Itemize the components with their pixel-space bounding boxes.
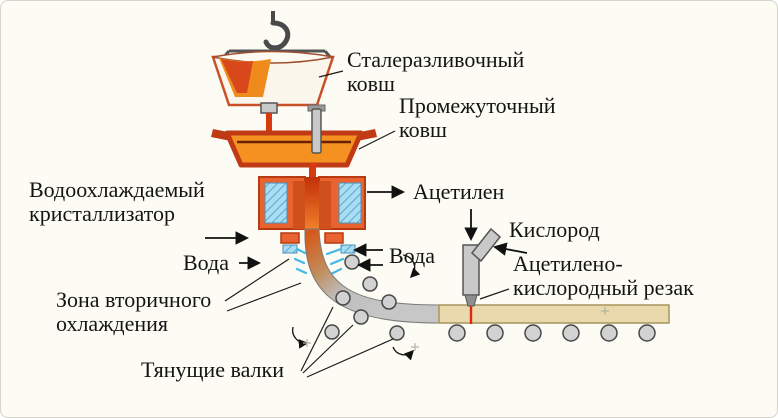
table-roller (448, 324, 466, 342)
spray-collar-right (324, 232, 344, 244)
ladle-assembly (211, 11, 335, 143)
mold-inner-wall-right (319, 181, 331, 229)
torch-label-line2: кислородный резак (513, 275, 694, 300)
cross-mark-icon (303, 339, 311, 347)
mold-label-line2: кристаллизатор (29, 201, 175, 226)
ladle-pour-stream (266, 113, 272, 143)
rotation-arrow-icon (291, 326, 309, 349)
ladle-molten-steel-dark (221, 59, 253, 93)
pinch-roller (389, 325, 405, 341)
spray-jets-right (325, 247, 345, 276)
oxygen-label: Кислород (509, 217, 600, 242)
pinch-roller (381, 294, 397, 310)
water-left-label: Вода (183, 250, 229, 275)
table-roller (524, 324, 542, 342)
mold-channel-strand (305, 177, 319, 229)
pointer-lines (224, 70, 510, 378)
ladle-pointer (318, 70, 344, 78)
secondary-pointer-2 (226, 282, 302, 312)
oxygen-pointer-arrow (493, 242, 528, 256)
water-jacket-left (264, 182, 288, 224)
tundish-label-line2: ковш (399, 117, 447, 142)
water-right-label: Вода (389, 243, 435, 268)
tundish-pointer (358, 130, 396, 150)
rolls-label: Тянущие валки (141, 357, 284, 382)
withdrawal-rollers (324, 254, 405, 341)
rolls-pointer-3 (306, 338, 394, 378)
flow-arrows (205, 185, 528, 272)
cross-marks (303, 307, 609, 351)
spray-jets-left (293, 247, 308, 275)
tundish-body (224, 130, 364, 168)
spray-header-right (340, 244, 356, 254)
pinch-roller (324, 324, 340, 340)
spray-header-left (282, 244, 298, 254)
table-roller (638, 324, 656, 342)
cross-mark-icon (601, 307, 609, 315)
slab (438, 304, 670, 324)
mold-assembly (258, 176, 366, 244)
rolls-pointer-1 (300, 306, 334, 372)
pinch-roller (335, 290, 351, 306)
torch-assembly (462, 209, 502, 324)
pinch-roller (362, 276, 378, 292)
ladle-label-line1: Сталеразливочный (347, 47, 524, 72)
acetylene-label: Ацетилен (413, 179, 505, 204)
labels: Сталеразливочный ковш Промежуточный ковш… (29, 47, 694, 382)
table-roller (600, 324, 618, 342)
rolls-pointer-2 (302, 324, 354, 374)
secondary-pointer-1 (224, 258, 290, 302)
ladle-label-line2: ковш (347, 71, 395, 96)
table-roller (486, 324, 504, 342)
tundish-label-line1: Промежуточный (399, 93, 556, 118)
rotation-arrow-icon (392, 346, 415, 361)
mold-inner-wall-left (293, 181, 305, 229)
oxygen-tube (470, 227, 502, 263)
secondary-label-line1: Зона вторичного (56, 287, 211, 312)
tundish-assembly (211, 104, 377, 179)
crane-hook-icon (263, 20, 291, 51)
ladle-slide-gate (260, 102, 278, 114)
torch-pointer (479, 288, 510, 300)
table-roller (562, 324, 580, 342)
spray-collar-left (280, 232, 300, 244)
torch-label-line1: Ацетилено- (513, 251, 623, 276)
tundish-outlet-stream (309, 163, 316, 179)
rotation-arrow-icon (402, 254, 421, 279)
cross-mark-icon (411, 343, 419, 351)
water-jacket-right (338, 182, 362, 224)
torch-nozzle (464, 294, 478, 307)
run-out-table (438, 304, 670, 342)
pinch-roller (344, 254, 360, 270)
pinch-roller (353, 309, 369, 325)
stopper-rod (311, 108, 322, 154)
secondary-label-line2: охлаждения (56, 311, 168, 336)
mold-label-line1: Водоохлаждаемый (29, 177, 205, 202)
